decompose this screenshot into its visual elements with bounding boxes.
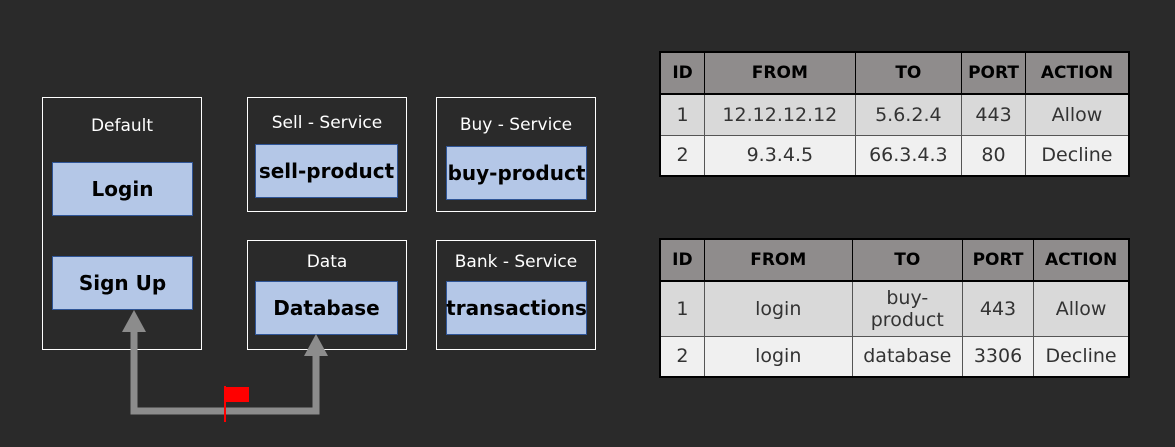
service-title: Buy - Service [459,115,573,135]
cell-from: login [703,335,853,378]
cell-id: 2 [659,335,705,378]
cell-from: 12.12.12.12 [704,93,856,136]
cell-id: 1 [659,280,705,337]
table-row: 2 login database 3306 Decline [659,335,1130,378]
cell-id: 2 [659,134,706,177]
transactions-component[interactable]: transactions [446,281,587,335]
cell-from: login [703,280,853,337]
service-title: Sell - Service [271,113,383,133]
table-row: 1 12.12.12.12 5.6.2.4 443 Allow [659,93,1130,136]
cell-port: 443 [961,93,1026,136]
arrow-head-database [304,334,328,356]
cell-to: 66.3.4.3 [854,134,963,177]
cell-id: 1 [659,93,706,136]
buy-service-box: Buy - Service buy-product [436,97,596,212]
service-title: Bank - Service [454,252,578,272]
service-title: Default [90,116,154,136]
header-to: TO [851,238,963,282]
table-header-row: ID FROM TO PORT ACTION [659,238,1130,282]
arrow-head-login [122,310,146,332]
cell-from: 9.3.4.5 [704,134,856,177]
bank-service-box: Bank - Service transactions [436,240,596,350]
sign-up-component[interactable]: Sign Up [52,256,193,310]
data-service-box: Data Database [247,240,407,350]
cell-action: Allow [1033,280,1130,337]
header-from: FROM [704,51,856,95]
header-action: ACTION [1024,51,1130,95]
cell-action: Allow [1024,93,1130,136]
cell-to: buy-product [851,280,963,337]
header-from: FROM [703,238,853,282]
header-action: ACTION [1033,238,1130,282]
header-id: ID [659,238,705,282]
red-flag-icon [224,386,249,422]
header-to: TO [854,51,963,95]
firewall-rules-table-ip: ID FROM TO PORT ACTION 1 12.12.12.12 5.6… [659,51,1130,177]
buy-product-component[interactable]: buy-product [446,146,587,200]
table-header-row: ID FROM TO PORT ACTION [659,51,1130,95]
cell-port: 3306 [961,335,1035,378]
header-id: ID [659,51,706,95]
cell-action: Decline [1024,134,1130,177]
cell-port: 80 [961,134,1026,177]
service-title: Data [306,252,348,272]
cell-action: Decline [1033,335,1130,378]
header-port: PORT [961,51,1026,95]
cell-to: 5.6.2.4 [854,93,963,136]
header-port: PORT [961,238,1035,282]
sell-service-box: Sell - Service sell-product [247,97,407,212]
table-row: 1 login buy-product 443 Allow [659,280,1130,337]
cell-to: database [851,335,963,378]
database-component[interactable]: Database [255,281,398,335]
login-component[interactable]: Login [52,162,193,216]
cell-port: 443 [961,280,1035,337]
sell-product-component[interactable]: sell-product [255,144,398,198]
default-service-box: Default Login Sign Up [42,97,202,350]
table-row: 2 9.3.4.5 66.3.4.3 80 Decline [659,134,1130,177]
firewall-rules-table-service: ID FROM TO PORT ACTION 1 login buy-produ… [659,238,1130,378]
